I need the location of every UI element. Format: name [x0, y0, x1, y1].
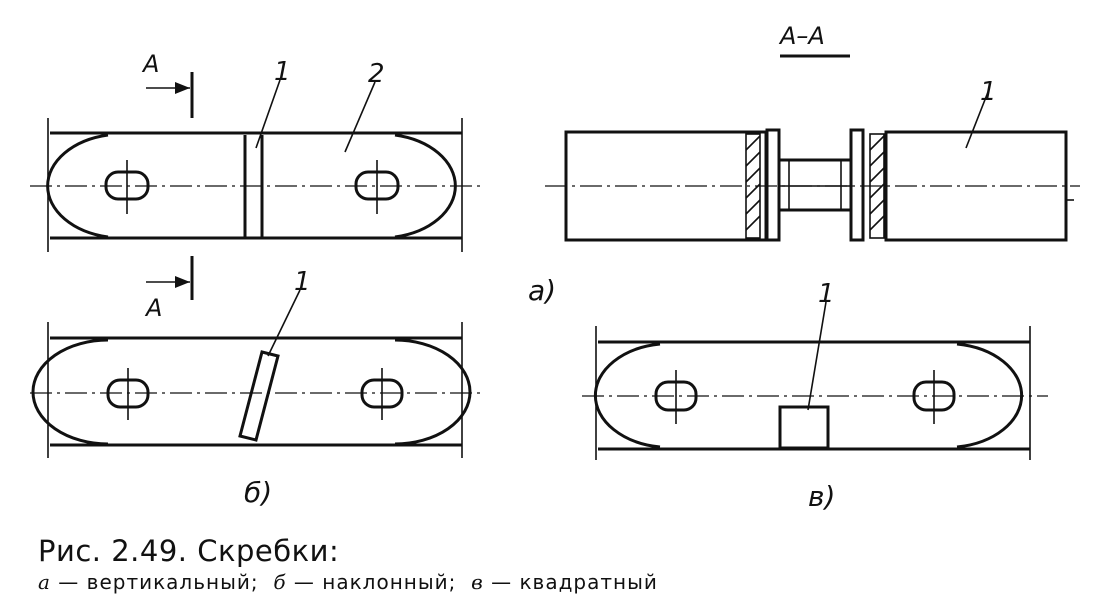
- inclined-scraper: [238, 350, 280, 442]
- legend-key-a: а: [38, 570, 51, 594]
- figure-legend: а — вертикальный; б — наклонный; в — ква…: [38, 570, 658, 594]
- legend-dash: —: [293, 570, 315, 594]
- part-2-label: 2: [368, 59, 385, 89]
- view-a-label: а): [528, 274, 556, 307]
- view-v-plan: [582, 301, 1048, 460]
- hatch-right: [869, 133, 885, 239]
- hatch-left: [745, 133, 761, 239]
- figure-caption: Рис. 2.49. Скребки:: [38, 534, 340, 568]
- link-hole-right: [360, 368, 404, 420]
- link-hole-left: [106, 368, 150, 420]
- section-title: А–А: [778, 22, 825, 50]
- part-1-label-b: 1: [294, 267, 311, 297]
- legend-text-v: квадратный: [519, 570, 658, 594]
- link-hole-left: [104, 160, 150, 214]
- legend-dash: —: [58, 570, 80, 594]
- view-a-plan: [30, 72, 482, 300]
- legend-key-b: б: [273, 570, 287, 594]
- square-scraper: [778, 405, 830, 450]
- legend-dash: —: [491, 570, 513, 594]
- part-1-label-section: 1: [980, 77, 997, 107]
- legend-text-a: вертикальный;: [86, 570, 259, 594]
- part-1-label-v: 1: [818, 279, 835, 309]
- link-hole-right: [912, 370, 956, 424]
- legend-text-b: наклонный;: [322, 570, 457, 594]
- part-1-label-a: 1: [274, 57, 291, 87]
- view-b-plan: [30, 289, 482, 458]
- view-b-label: б): [244, 476, 272, 509]
- section-mark-label-top: А: [141, 50, 159, 78]
- legend-key-v: в: [471, 570, 484, 594]
- section-a-a: [545, 91, 1080, 242]
- link-hole-left: [654, 370, 698, 424]
- link-hole-right: [354, 160, 400, 214]
- view-v-label: в): [808, 480, 835, 513]
- section-mark-label-bottom: А: [144, 294, 162, 322]
